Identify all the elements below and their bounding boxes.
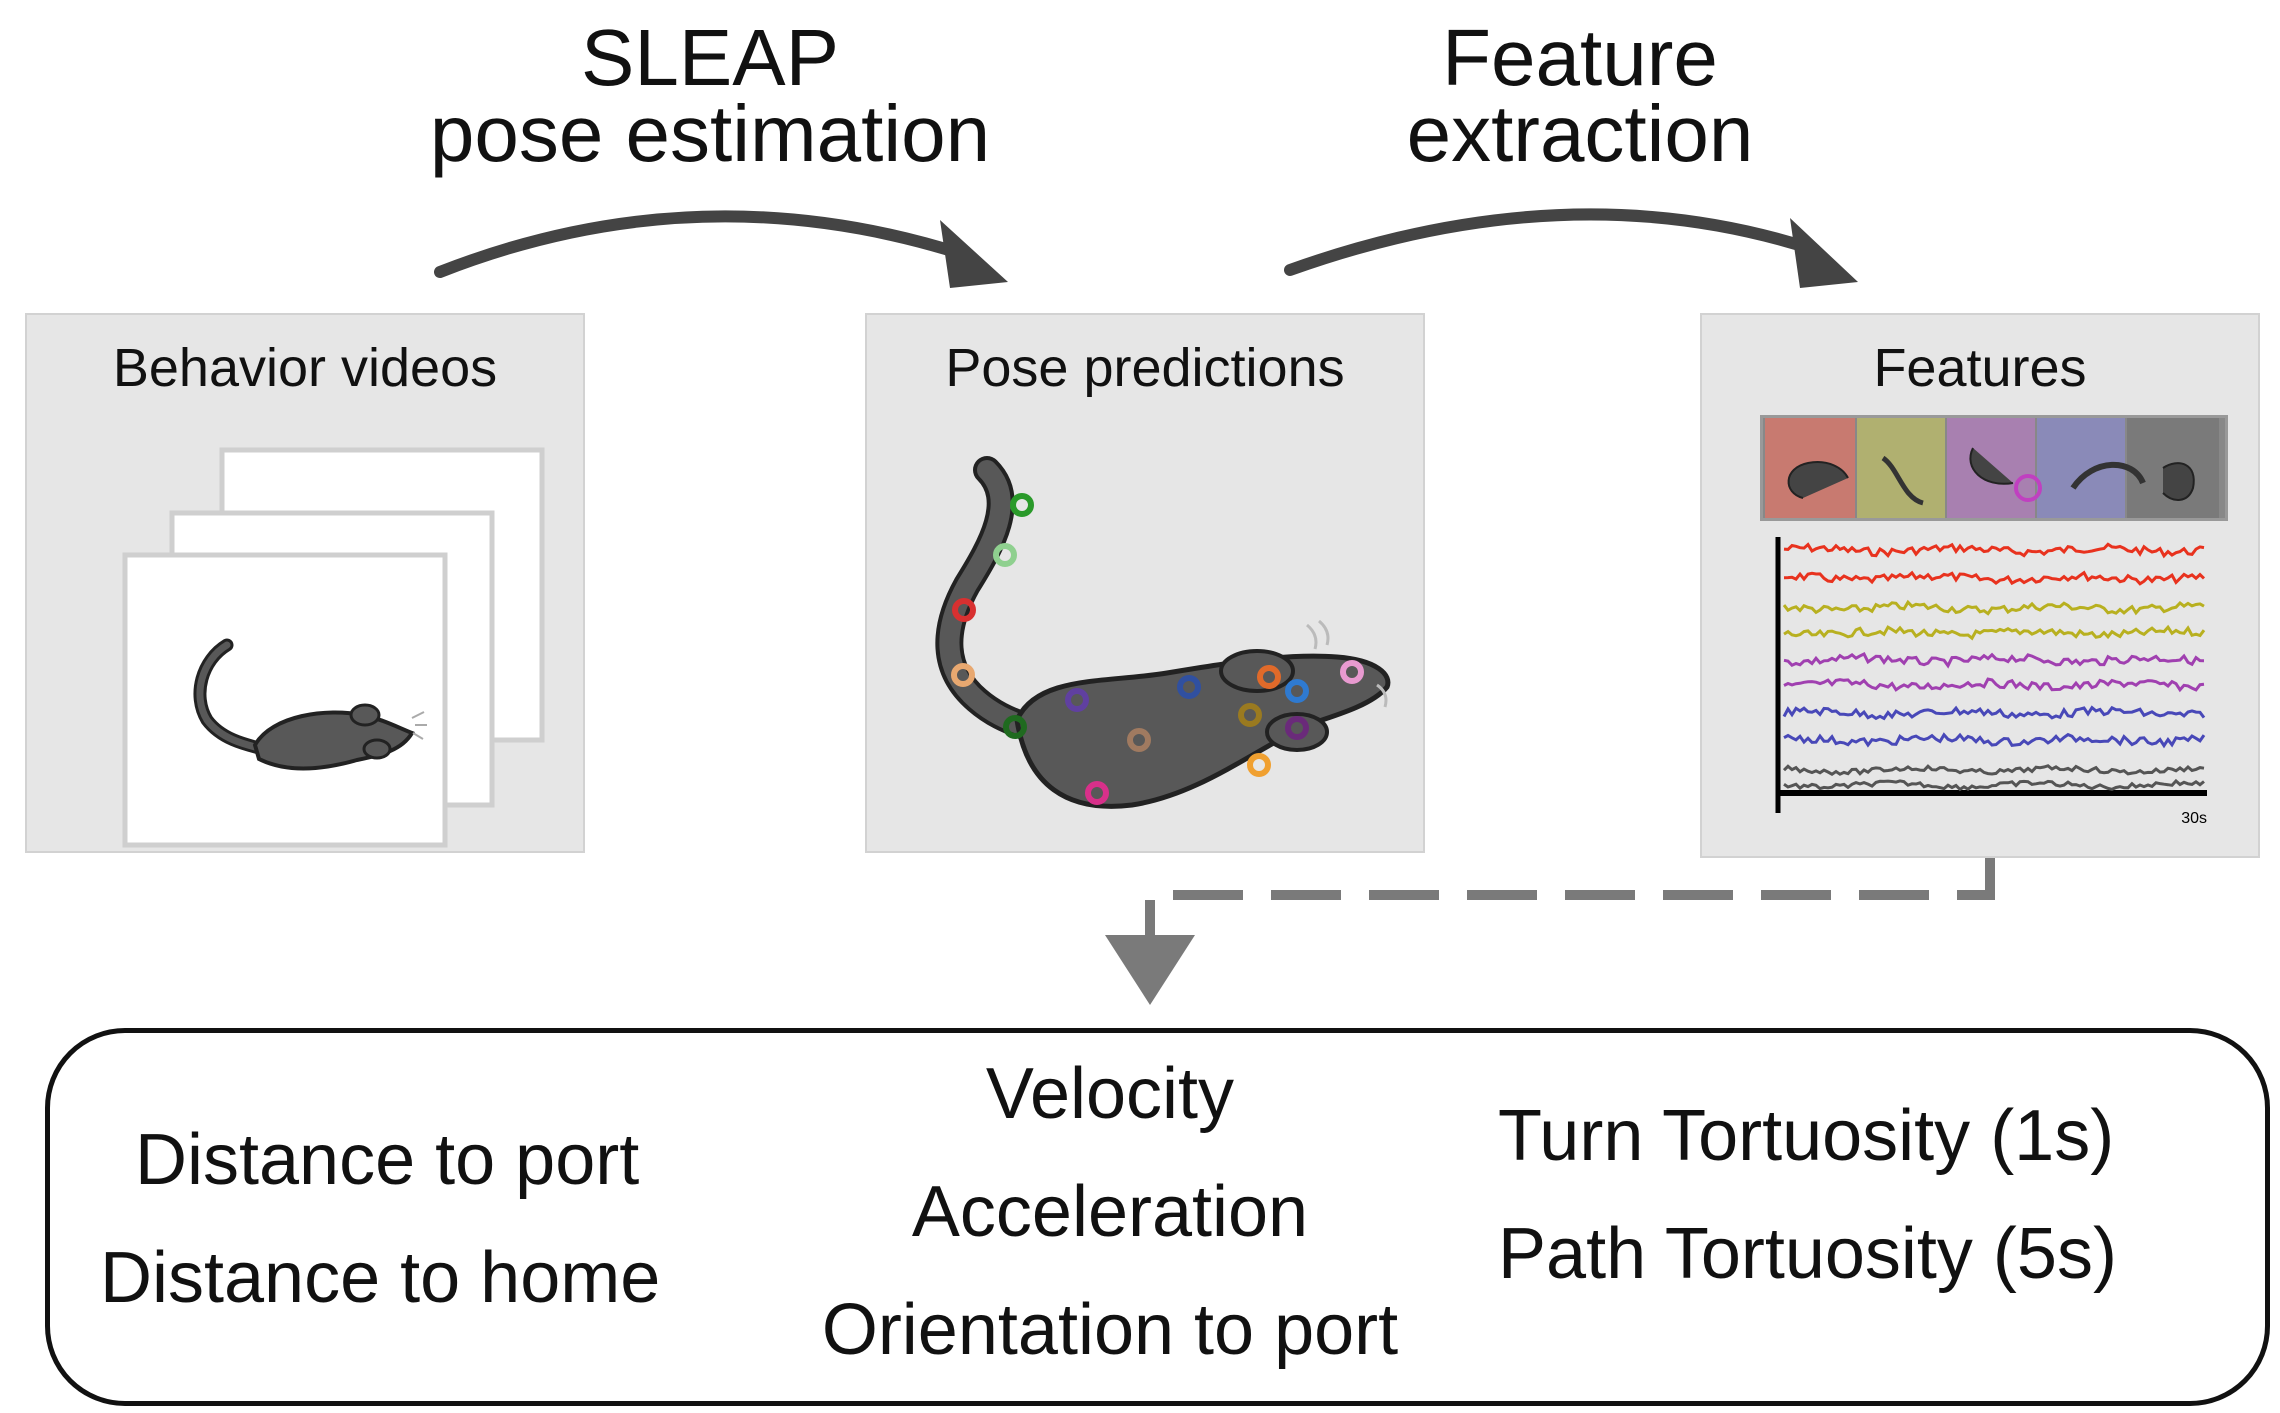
pose-keypoints bbox=[951, 493, 1364, 805]
feature-traces: 30s bbox=[1775, 537, 2207, 827]
panel-title-behavior-videos: Behavior videos bbox=[112, 338, 498, 398]
feature-distance-to-home: Distance to home bbox=[100, 1238, 661, 1318]
features-list-box bbox=[45, 1028, 2270, 1406]
feature-trace-line bbox=[1783, 652, 2205, 669]
panel-behavior-videos: Behavior videos bbox=[25, 313, 585, 853]
thumbnail-blue bbox=[2037, 418, 2125, 518]
feature-trace-line bbox=[1783, 677, 2205, 693]
stage-label-feature-extraction: Feature extraction bbox=[1330, 18, 1830, 174]
feature-trace-line bbox=[1783, 624, 2206, 641]
stage-label-line2: pose estimation bbox=[429, 89, 991, 178]
video-stack-illustration bbox=[122, 447, 545, 848]
dashed-arrow-head bbox=[1105, 935, 1195, 1005]
scale-bar-label: 30s bbox=[2181, 810, 2207, 827]
feature-velocity: Velocity bbox=[985, 1054, 1235, 1134]
arrow-curve-1 bbox=[434, 210, 971, 278]
feature-distance-to-port: Distance to port bbox=[135, 1120, 640, 1200]
feature-trace-line bbox=[1783, 570, 2206, 586]
pose-mouse-illustration bbox=[935, 456, 1391, 809]
feature-trace-line bbox=[1783, 542, 2205, 559]
panel-pose-predictions: Pose predictions bbox=[865, 313, 1425, 853]
feature-trace-line bbox=[1782, 599, 2205, 616]
feature-trace-line bbox=[1782, 764, 2205, 776]
arrow-head-1 bbox=[940, 220, 1008, 288]
stage-label-line2: extraction bbox=[1406, 89, 1754, 178]
stage-label-pose-estimation: SLEAP pose estimation bbox=[390, 18, 1030, 174]
arrow-curve-2 bbox=[1284, 208, 1821, 276]
panel-title-pose-predictions: Pose predictions bbox=[945, 338, 1345, 398]
feature-acceleration: Acceleration bbox=[911, 1172, 1309, 1252]
feature-turn-tortuosity: Turn Tortuosity (1s) bbox=[1498, 1096, 2115, 1176]
mouse-body bbox=[935, 456, 1391, 809]
arrow-head-2 bbox=[1790, 218, 1858, 288]
feature-trace-line bbox=[1783, 778, 2205, 792]
mouse-icon bbox=[193, 638, 427, 771]
thumbnail-mice bbox=[1787, 447, 2195, 506]
panel-features: Features 30s bbox=[1700, 313, 2260, 858]
panel-title-features: Features bbox=[1873, 338, 2087, 398]
feature-path-tortuosity: Path Tortuosity (5s) bbox=[1498, 1214, 2117, 1294]
dashed-connector bbox=[1145, 858, 1995, 940]
feature-orientation-to-port: Orientation to port bbox=[821, 1290, 1399, 1370]
stage-label-line1: Feature bbox=[1442, 13, 1718, 102]
feature-trace-line bbox=[1783, 732, 2206, 749]
stage-label-line1: SLEAP bbox=[581, 13, 839, 102]
thumbnail-yellow bbox=[1857, 418, 1945, 518]
trace-group bbox=[1782, 542, 2206, 792]
feature-trace-line bbox=[1782, 705, 2206, 721]
feature-thumbnail-strip bbox=[1760, 415, 2228, 521]
